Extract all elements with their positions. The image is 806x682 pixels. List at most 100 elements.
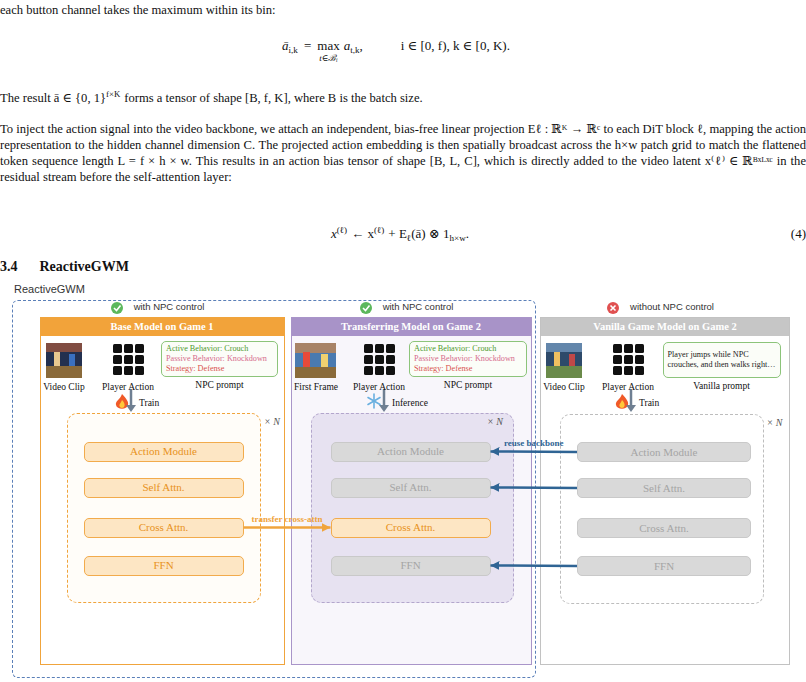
prompt-line: Player jumps while NPC crouches, and the… [668,350,776,370]
prompt-line: Passive Behavior: Knockdown [414,354,522,364]
module-label: Action Module [631,446,698,459]
text-line: (4) [791,226,806,242]
text-line: Video Clip [543,381,584,393]
text-run: ReactiveGWM [40,259,129,274]
arrow-head [126,405,136,412]
text-run: = [304,38,311,53]
text-run: Train [139,398,159,408]
text-run: To inject the action signal into the vid… [0,122,806,184]
module-label: Self Attn. [142,481,184,494]
prompt-line: Active Behavior: Crouch [414,344,522,354]
prompt-line: Passive Behavior: Knockdown [166,354,273,364]
text-run: Player Action [353,382,405,392]
text-line: Train [139,397,159,409]
fire-icon [116,394,128,409]
player-action-icon [364,344,395,375]
text-run: Train [639,398,659,408]
text-line: Player Action [102,381,154,393]
text-run: The result ā ∈ {0, 1} [0,91,106,105]
snowflake-icon [368,394,380,408]
screen-bg [46,343,82,378]
screen-sky [546,343,582,352]
flame-core [619,400,624,408]
repeat-count: × N [767,417,783,429]
snowflake-arm [373,394,375,408]
module-box: Cross Attn. [331,518,491,538]
panel-header: Transferring Model on Game 2 [292,318,531,336]
prompt-caption: NPC prompt [444,379,492,391]
arrow-head [626,405,636,412]
connector-arrow [244,526,331,529]
repeat-count: × N [487,416,503,428]
module-box: Action Module [84,442,244,462]
text-run: 3.4 [0,259,18,274]
module-label: Self Attn. [643,482,685,495]
text-line: āi,k=maxt∈ℬᵢat,k,i ∈ [0, f), k ∈ [0, K). [282,38,510,63]
group-frame: ReactiveGWMwith NPC controlBase Model on… [12,300,536,678]
block-stack: × N Action ModuleSelf Attn. Cross Attn. FFN [311,413,514,603]
text-line: Train [639,397,659,409]
flow-arrow [126,389,136,412]
cross-circle [607,302,619,314]
text-run: forms a tensor of shape [B, f, K], where… [124,91,422,105]
prompt-body: Active Behavior: CrouchPassive Behavior:… [162,342,277,376]
module-box: Self Attn. [84,478,244,498]
module-label: FFN [400,559,420,572]
text-line: Inference [392,397,428,409]
module-label: Cross Attn. [139,521,189,534]
fighter-sprite [321,354,328,367]
check-mark [363,306,370,311]
text-line: Player Action [602,381,654,393]
module-label: FFN [153,559,173,572]
block-stack: × NAction ModuleSelf Attn.Cross Attn.FFN [560,414,764,604]
first-frame-thumbnail [295,343,336,378]
subscript: t,k [350,45,359,55]
connector-arrow [491,450,578,453]
text-run: max [317,38,339,53]
operator-stack: maxt∈ℬᵢ [317,38,339,63]
prompt-box: Player jumps while NPC crouches, and the… [663,342,781,378]
text-line: The result ā ∈ {0, 1}f×K forms a tensor o… [0,90,423,106]
prompt-caption: Vanilla prompt [693,380,750,392]
text-line: First Frame [294,381,338,393]
prompt-line: Strategy: Defense [166,364,273,374]
panel-status: with NPC control [292,301,531,313]
superscript: (ℓ) [374,225,384,235]
fire-icon [616,394,628,409]
module-label: Action Module [377,445,444,458]
screen-sky [46,343,82,352]
connector-arrow [491,486,578,489]
text-line: Video Clip [43,381,84,393]
text-run: x [331,226,337,241]
superscript: f×K [106,89,120,99]
text-run: . [466,226,469,241]
text-run: ā [282,38,289,53]
subscript: i,k [289,45,298,55]
connector-label: transfer cross-attn [252,514,323,525]
video-thumbnail [546,343,582,378]
fighter-sprite [569,354,575,366]
screen-ground [295,367,336,378]
connector-arrow [491,564,578,567]
screen-ground [546,366,582,378]
subscript: ℓ [407,233,411,243]
player-action-icon [113,344,144,375]
module-box: Self Attn. [331,478,491,498]
arrow-head [379,405,389,412]
model-panel: with NPC controlTransferring Model on Ga… [291,317,532,665]
module-box: FFN [84,556,244,576]
body-paragraph: To inject the action signal into the vid… [0,121,806,185]
panel-status: without NPC control [541,301,789,313]
model-panel: with NPC controlBase Model on Game 1Acti… [40,317,285,665]
text-line: Player Action [353,381,405,393]
text-run: (4) [791,226,806,241]
text-run: Player Action [102,382,154,392]
superscript: (ℓ) [337,225,347,235]
text-run: Inference [392,398,428,408]
check-icon [360,302,372,314]
text-run: (ā) ⊗ 1 [411,226,449,241]
fighter-sprite [69,354,75,366]
screen-bg [295,343,336,378]
prompt-line: Active Behavior: Crouch [166,344,273,354]
text-line: 3.4 ReactiveGWM [0,259,129,275]
